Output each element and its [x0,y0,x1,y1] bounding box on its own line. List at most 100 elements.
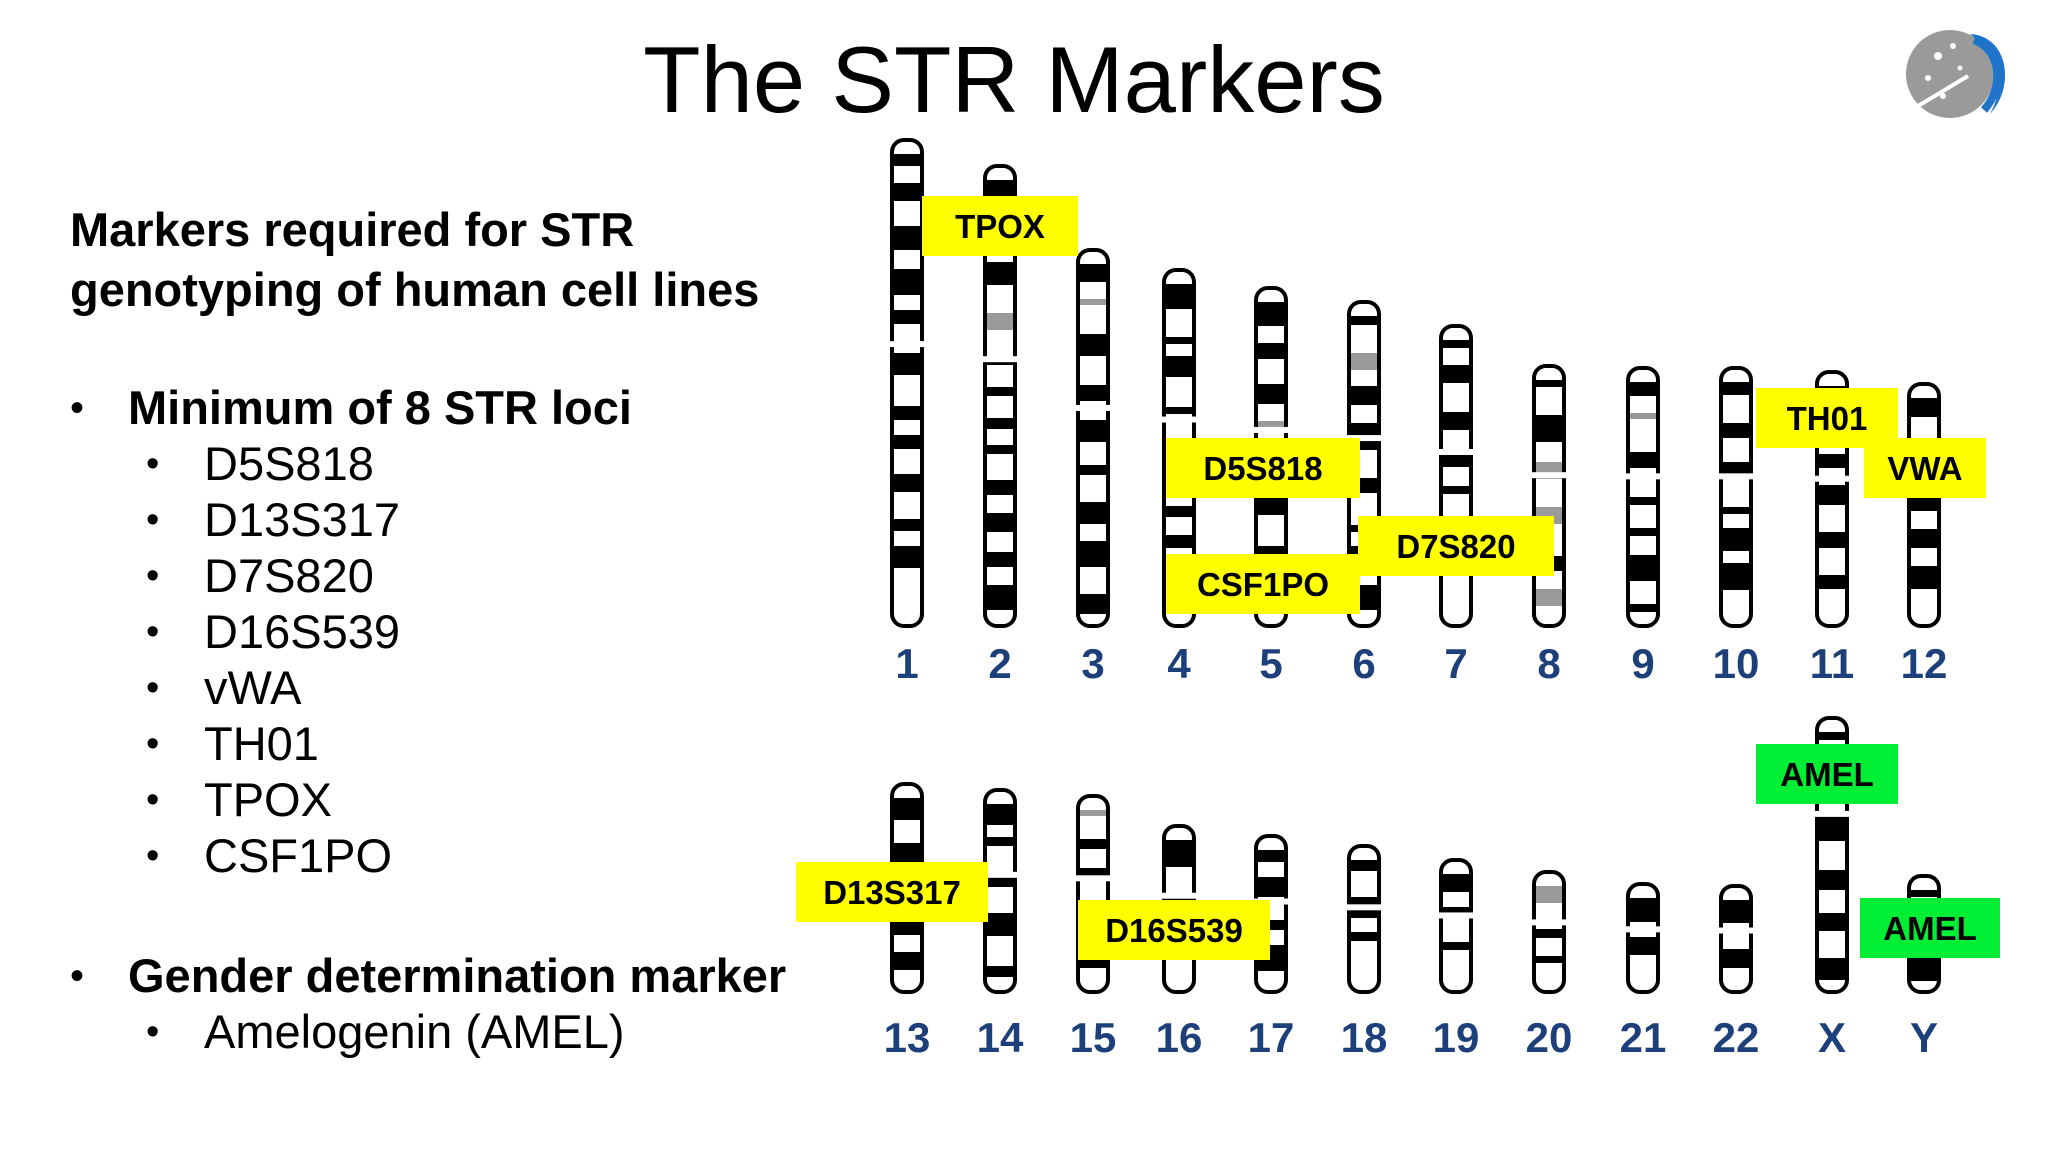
chromosome-band [987,387,1013,396]
chromosome-band [1819,575,1845,589]
chromosome-band [1080,385,1106,401]
marker-name: TH01 [1787,400,1868,437]
bullet-dot: • [70,954,85,998]
chromosome-band [987,180,1013,199]
centromere [1439,912,1473,919]
chromosome-band [1351,932,1377,941]
chromosome-label: 7 [1444,640,1467,687]
chromosome-band [1443,874,1469,892]
chromosome-label: 2 [988,640,1011,687]
chromosome-band [1443,486,1469,494]
marker-box [922,196,1078,256]
bullet-dot: • [146,723,160,765]
chromosome-band [1166,407,1192,414]
centromere [1076,875,1110,882]
chromosome-band [1080,420,1106,442]
bullet-dot: • [146,667,160,709]
chromosome-label: X [1818,1014,1846,1061]
chromosome-label: 12 [1901,640,1948,687]
marker-name: AMEL [1780,756,1874,793]
microscope-cell-logo-icon [1906,30,2006,118]
chromosome-band [987,418,1013,429]
bullet-dot: • [146,499,160,541]
chromosome-outline [1347,844,1381,994]
chromosome-band [1258,343,1284,359]
centromere [1532,919,1566,926]
chromosome-band [1819,532,1845,548]
centromere [1076,404,1110,411]
marker-name: D16S539 [1105,912,1243,949]
chromosome-band [894,226,920,250]
chromosome-band [1911,398,1937,417]
chromosome-label: 11 [1810,640,1854,687]
chromosome-band [894,310,920,324]
locus-label: vWA [204,661,302,714]
marker-box [1166,438,1360,498]
chromosome-outline [1439,858,1473,994]
chromosome-label: 16 [1156,1014,1203,1061]
marker-label-d13s317-chr13: D13S317 [796,862,988,922]
chromosome-band [1443,942,1469,950]
chromosome-band [1630,555,1656,581]
chromosome-band [1723,462,1749,477]
chromosome-band [1723,900,1749,923]
centromere [1439,449,1473,455]
chromosome-band [1258,302,1284,326]
chromosome-band [894,406,920,420]
locus-label: D7S820 [204,549,374,602]
chromosome-band [1819,870,1845,890]
chromosome-band [894,474,920,492]
marker-box [1864,438,1986,498]
chromosome-band [1166,535,1192,548]
chromosome-band [1080,839,1106,849]
centromere [1254,426,1288,433]
chromosome-band [1723,382,1749,395]
chromosome-20 [1532,870,1566,994]
chromosome-band [894,843,920,865]
centromere [983,871,1017,878]
marker-label-d5s818-chr5: D5S818 [1166,438,1360,498]
chromosome-band [1536,415,1562,442]
marker-name: D13S317 [823,874,961,911]
chromosome-band [894,154,920,166]
marker-box [1166,554,1360,614]
chromosome-band [1258,877,1284,897]
intro-line-1: Markers required for STR [70,203,635,256]
chromosome-band [1819,958,1845,980]
bullet-dot: • [146,443,160,485]
marker-label-vwa-chr12: VWA [1864,438,1986,498]
centromere [1532,472,1566,479]
chromosome-band [1080,810,1106,816]
section-heading: Gender determination marker [128,949,787,1002]
centromere [1626,926,1660,933]
chromosome-band [1351,860,1377,871]
marker-label-d7s820-chr7: D7S820 [1358,516,1554,576]
locus-label: D13S317 [204,493,400,546]
chromosome-band [1080,299,1106,305]
marker-name: VWA [1887,450,1962,487]
chromosome-band [1819,454,1845,468]
chromosome-outline [890,138,924,628]
chromosome-label: 4 [1167,640,1191,687]
chromosome-label: 13 [884,1014,931,1061]
chromosome-band [1630,937,1656,955]
chromosome-14 [983,788,1017,994]
bullet-dot: • [146,779,160,821]
chromosome-band [1630,528,1656,536]
centromere [1719,927,1753,934]
chromosome-band [1443,412,1469,430]
chromosome-8 [1532,364,1566,628]
chromosome-label: Y [1910,1014,1938,1061]
chromosome-band [987,445,1013,454]
centromere [890,341,924,348]
chromosome-10 [1719,366,1753,628]
chromosome-band [1723,563,1749,590]
centromere [1347,435,1381,442]
centromere [1347,904,1381,911]
chromosome-band [987,480,1013,495]
chromosome-band [1911,890,1937,897]
chromosome-band [1723,949,1749,968]
chromosome-band [1166,284,1192,309]
bullet-dot: • [146,835,160,877]
chromosome-band [1819,485,1845,505]
